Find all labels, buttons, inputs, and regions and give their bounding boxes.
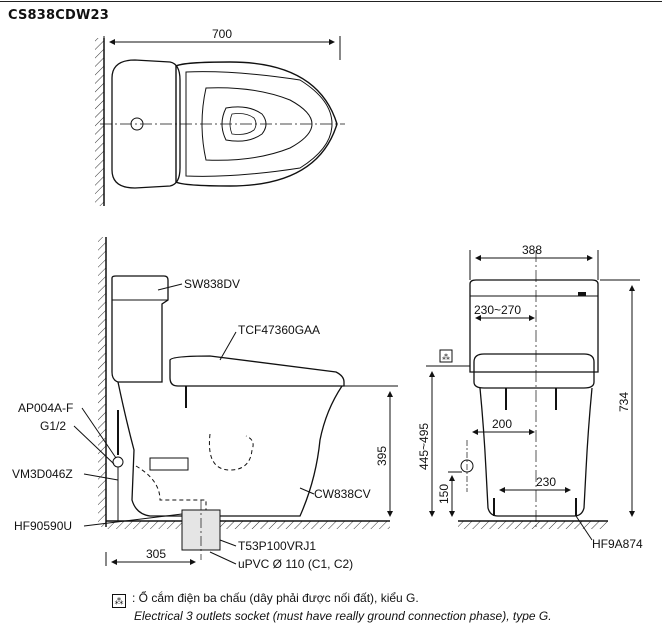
- dim-200: 200: [492, 417, 512, 431]
- dim-150: 150: [437, 484, 451, 504]
- label-pipe: uPVC Ø 110 (C1, C2): [238, 557, 353, 571]
- legend-vi: ⁂ : Ổ cắm điện ba chấu (dây phải được nối…: [112, 591, 419, 608]
- model-title: CS838CDW23: [8, 8, 110, 23]
- dim-734: 734: [617, 392, 631, 412]
- leader-fixing: [575, 515, 593, 541]
- top-bowl-outlet: [221, 106, 267, 142]
- electric-socket-icon: [439, 349, 453, 363]
- leader-thread: [73, 425, 115, 465]
- leader-body: [299, 487, 315, 495]
- top-view: 700: [95, 27, 345, 206]
- label-angle-valve: AP004A-F: [18, 401, 73, 415]
- label-tank-lid: SW838DV: [184, 277, 240, 291]
- front-tank: [469, 279, 599, 373]
- front-seat: [473, 353, 595, 389]
- side-bowl-body: [117, 381, 343, 517]
- top-border: [0, 1, 662, 2]
- label-hose: VM3D046Z: [12, 467, 73, 481]
- top-bowl-rim: [201, 87, 313, 161]
- leader-hose: [83, 473, 119, 481]
- legend-vi-text: : Ổ cắm điện ba chấu (dây phải được nối …: [132, 591, 419, 605]
- label-seat: TCF47360GAA: [238, 323, 320, 337]
- trap-box: [149, 457, 189, 471]
- label-adapter: T53P100VRJ1: [238, 539, 316, 553]
- leader-seat: [219, 331, 237, 361]
- dim-395: 395: [375, 446, 389, 466]
- side-seat: [169, 355, 345, 387]
- dim-230-270: 230~270: [474, 303, 521, 317]
- dim-230: 230: [536, 475, 556, 489]
- angle-valve: [112, 456, 124, 468]
- label-thread: G1/2: [40, 419, 66, 433]
- label-flange: HF90590U: [14, 519, 72, 533]
- side-wall-hatch: [98, 237, 106, 527]
- leader-tank-lid: [157, 283, 183, 291]
- leader-adapter: [219, 539, 237, 547]
- leader-pipe: [209, 551, 237, 565]
- label-body: CW838CV: [314, 487, 371, 501]
- trap-outline: [135, 465, 207, 516]
- socket-glyph: ⁂: [442, 352, 450, 362]
- top-wall-hatch: [95, 38, 104, 206]
- dim-305: 305: [146, 547, 166, 561]
- leader-flange: [83, 513, 183, 527]
- dim-700: 700: [212, 27, 232, 41]
- front-tank-badge: [578, 292, 586, 296]
- label-fixing: HF9A874: [592, 537, 643, 551]
- top-bowl-outlet-inner: [229, 113, 257, 135]
- dim-388: 388: [522, 243, 542, 257]
- front-floor-hatch: [458, 521, 608, 529]
- dim-445-495: 445~495: [417, 423, 431, 470]
- leader-angle-valve: [81, 407, 117, 459]
- top-tank: [111, 59, 181, 189]
- electric-socket-icon: ⁂: [112, 594, 126, 608]
- side-floor-hatch: [106, 521, 390, 529]
- trapway-dashed: [208, 433, 254, 471]
- legend-en: Electrical 3 outlets socket (must have r…: [134, 609, 552, 623]
- front-view: 388 230~270 200 230 ⁂ 150 445~495 734: [417, 243, 643, 551]
- side-view: SW838DV TCF47360GAA AP004A-F G1/2 VM3D04…: [12, 237, 398, 571]
- side-tank: [111, 275, 169, 383]
